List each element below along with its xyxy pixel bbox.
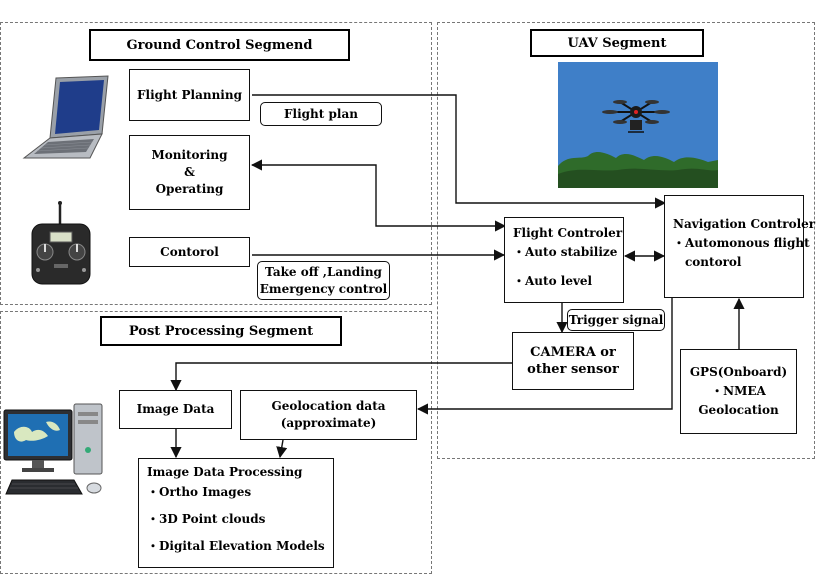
- geolocation-processing-link: [276, 439, 288, 459]
- navigation-controller-item-2: contorol: [685, 255, 742, 269]
- flight-controller-item-1: ・Auto stabilize: [513, 245, 618, 259]
- drone-photo: [558, 62, 718, 188]
- laptop-screen: [55, 80, 104, 134]
- flight-controller-title: Flight Controler: [513, 226, 623, 240]
- flight-controller-box: Flight Controler ・Auto stabilize ・Auto l…: [504, 217, 624, 303]
- takeoff-line-2: Emergency control: [259, 281, 388, 296]
- navigation-controller-title: Navigation Controler: [673, 217, 816, 231]
- camera-image-link: [170, 362, 512, 392]
- monitoring-line-1: Monitoring: [151, 148, 228, 162]
- monitoring-line-2: &: [184, 165, 195, 179]
- control-box: Contorol: [129, 237, 250, 267]
- camera-line-2: other sensor: [527, 362, 619, 377]
- image-data-box: Image Data: [119, 390, 232, 429]
- gps-line-3: Geolocation: [698, 403, 779, 417]
- takeoff-label: Take off ,Landing Emergency control: [257, 261, 390, 300]
- geolocation-data-box: Geolocation data (approximate): [240, 390, 417, 440]
- post-processing-segment: [0, 311, 432, 574]
- uav-segment-title: UAV Segment: [530, 29, 704, 57]
- desktop-computer-icon: [3, 403, 103, 495]
- camera-box: CAMERA or other sensor: [512, 332, 634, 390]
- gps-line-1: GPS(Onboard): [689, 365, 788, 379]
- monitoring-box: Monitoring & Operating: [129, 135, 250, 210]
- camera-line-1: CAMERA or: [530, 345, 616, 360]
- gps-box: GPS(Onboard) ・NMEA Geolocation: [680, 349, 797, 434]
- geolocation-line-2: (approximate): [280, 416, 377, 430]
- geolocation-line-1: Geolocation data: [271, 399, 386, 413]
- image-processing-title: Image Data Processing: [147, 465, 303, 479]
- uav-segment: [437, 22, 815, 459]
- image-processing-item-3: ・Digital Elevation Models: [147, 539, 325, 553]
- ground-segment-title: Ground Control Segmend: [89, 29, 350, 61]
- takeoff-line-1: Take off ,Landing: [265, 264, 382, 279]
- image-processing-box: Image Data Processing ・Ortho Images ・3D …: [138, 458, 334, 568]
- flight-controller-item-2: ・Auto level: [513, 274, 593, 288]
- image-processing-item-1: ・Ortho Images: [147, 485, 252, 499]
- image-processing-item-2: ・3D Point clouds: [147, 512, 266, 526]
- laptop-icon: [22, 75, 109, 159]
- flight-planning-box: Flight Planning: [129, 69, 250, 121]
- trigger-label: Trigger signal: [567, 309, 665, 331]
- flight-plan-label: Flight plan: [260, 102, 382, 126]
- monitoring-link: [250, 159, 507, 232]
- monitoring-line-3: Operating: [155, 182, 224, 196]
- remote-controller-icon: [31, 201, 91, 285]
- gps-line-2: ・NMEA: [711, 384, 766, 398]
- post-segment-title: Post Processing Segment: [100, 316, 342, 346]
- nav-geolocation-link: [416, 298, 673, 415]
- flight-plan-line: [252, 94, 667, 209]
- navigation-controller-box: Navigation Controler ・Automonous flight …: [664, 195, 816, 298]
- navigation-controller-item-1: ・Automonous flight: [673, 236, 810, 250]
